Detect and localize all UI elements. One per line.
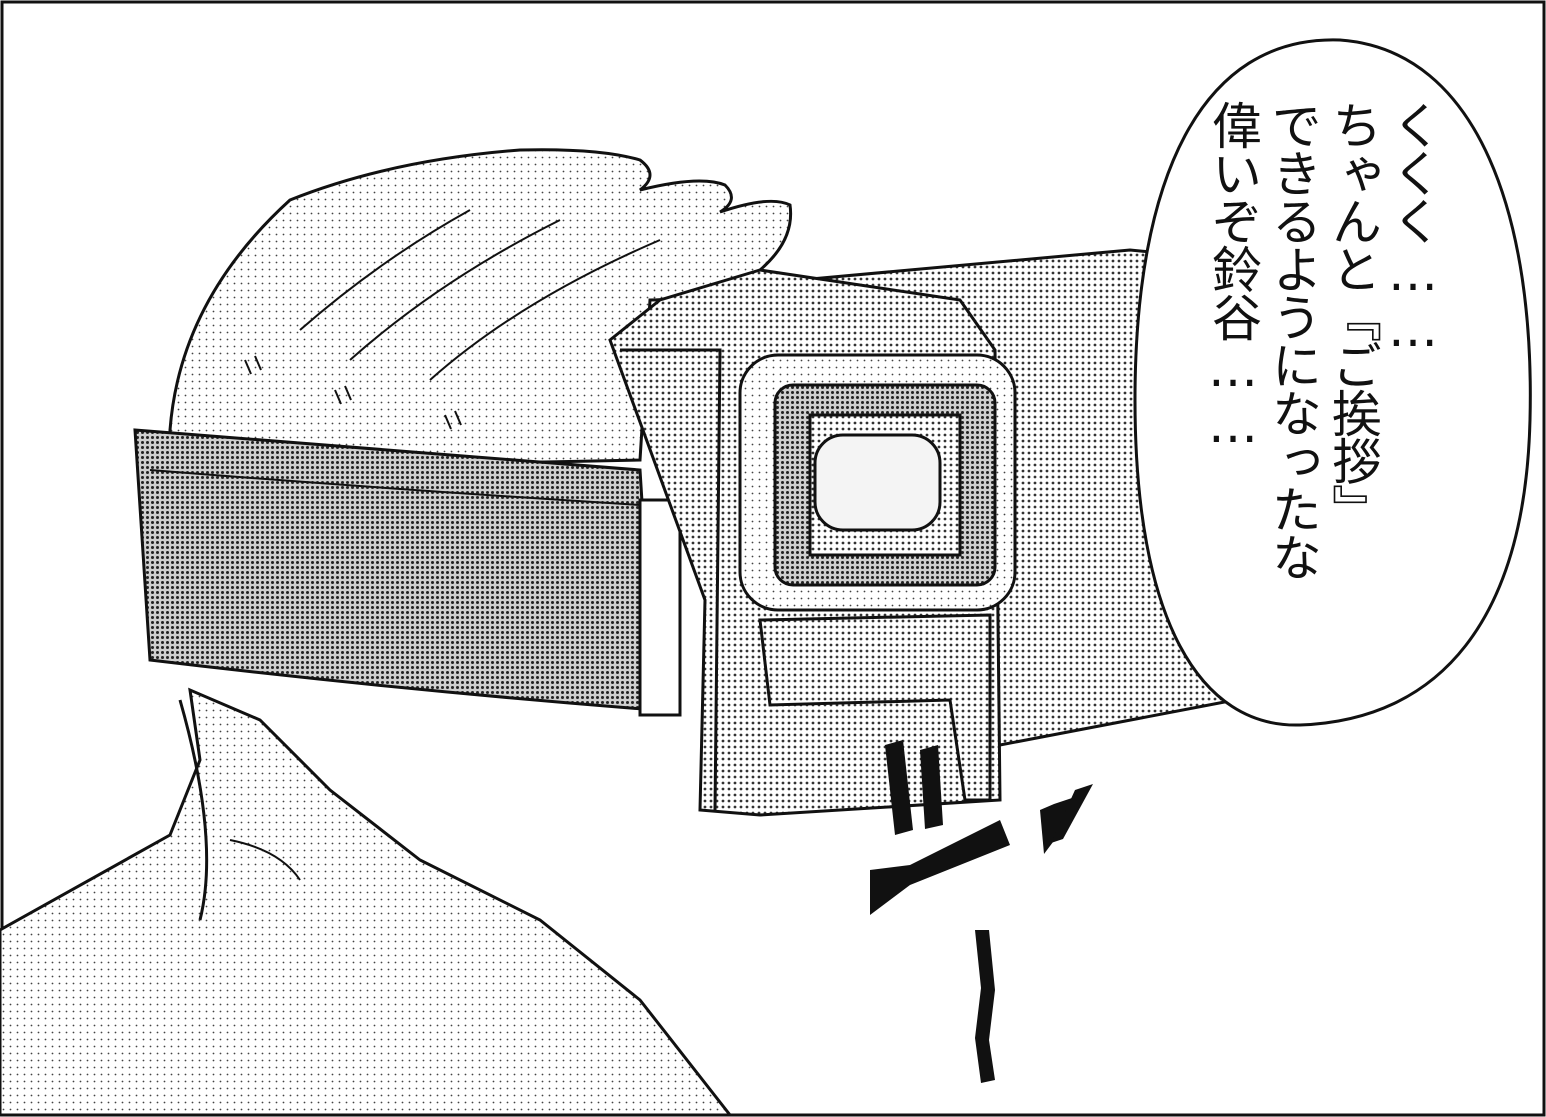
strap-buckle [638, 498, 682, 717]
lens-icon [813, 433, 942, 532]
speech-line-2: ちゃんと『ご挨拶』 [1324, 100, 1382, 532]
sound-effect-marks [870, 740, 1093, 1083]
speech-line-4: 偉いぞ鈴谷…… [1204, 100, 1262, 452]
camera-device [608, 268, 1017, 817]
forearm-shape [0, 687, 734, 1117]
speech-bubble [1133, 38, 1532, 727]
front-strap [133, 428, 682, 717]
speech-line-1: くくく…… [1384, 100, 1442, 356]
speech-bubble-text: くくく…… ちゃんと『ご挨拶』 できるようになったな 偉いぞ鈴谷…… [1204, 100, 1442, 660]
speech-line-3: できるようになったな [1264, 100, 1322, 580]
